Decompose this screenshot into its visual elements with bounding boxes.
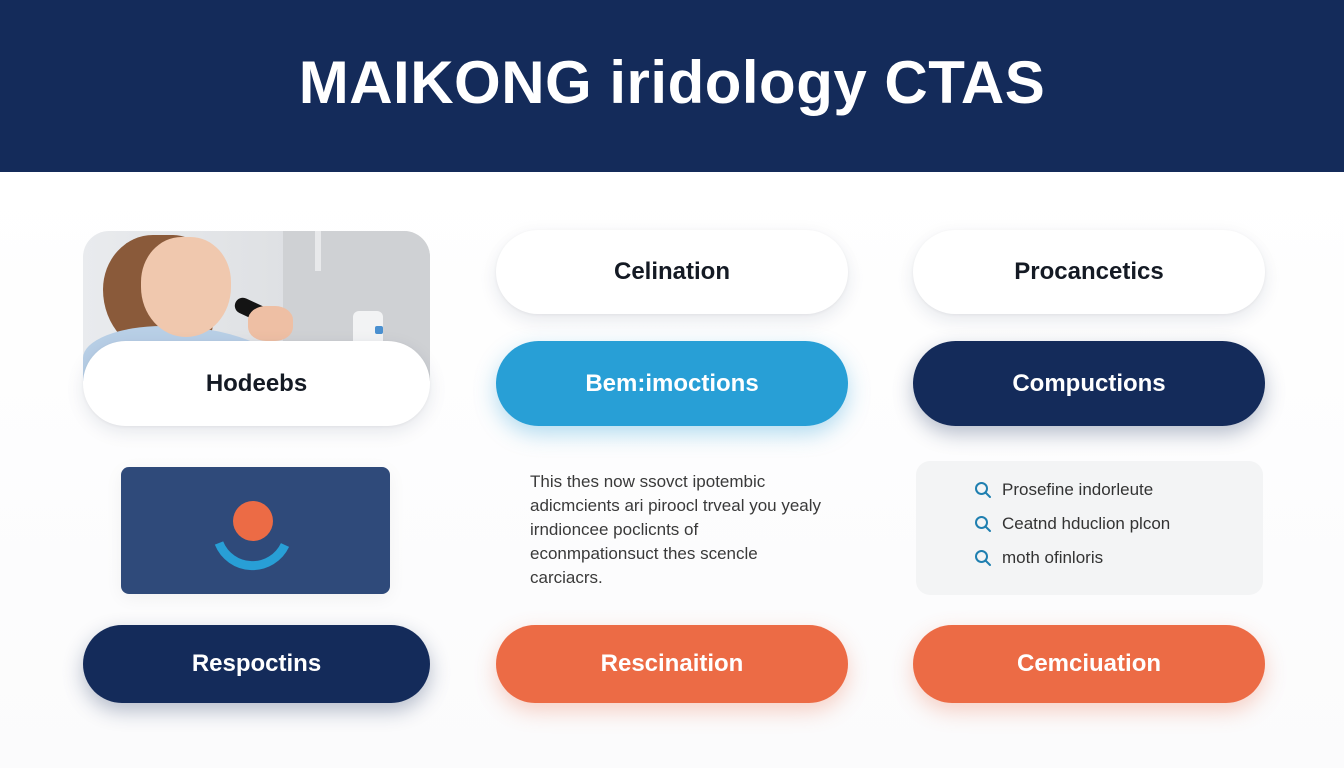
list-item-text: moth ofinloris: [1002, 548, 1104, 567]
compuctions-label: Compuctions: [1012, 369, 1166, 397]
bemimoctions-button[interactable]: Bem:imoctions: [496, 341, 848, 426]
cemciuation-button[interactable]: Cemciuation: [913, 625, 1265, 703]
procancetics-label: Procancetics: [1014, 258, 1164, 285]
page-header: MAIKONG iridology CTAS: [0, 0, 1344, 172]
photo-person-face: [141, 237, 231, 337]
respoctins-label: Respoctins: [191, 650, 322, 677]
rescinaition-button[interactable]: Rescinaition: [496, 625, 848, 703]
hodeebs-button[interactable]: Hodeebs: [83, 341, 430, 426]
bemimoctions-label: Bem:imoctions: [585, 369, 759, 397]
celination-label: Celination: [613, 258, 730, 285]
cemciuation-label: Cemciuation: [1016, 650, 1162, 677]
photo-bottle-label: [375, 326, 383, 334]
search-icon: [975, 516, 991, 532]
compuctions-button[interactable]: Compuctions: [913, 341, 1265, 426]
procancetics-button[interactable]: Procancetics: [913, 230, 1265, 314]
feature-list: Prosefine indorleute Ceatnd hduclion plc…: [916, 461, 1263, 595]
search-icon: [975, 482, 991, 498]
list-item-text: Ceatnd hduclion plcon: [1002, 514, 1171, 533]
photo-person-hand: [248, 306, 293, 341]
hodeebs-label: Hodeebs: [205, 369, 308, 397]
list-item-text: Prosefine indorleute: [1002, 480, 1154, 499]
list-item[interactable]: moth ofinloris: [974, 541, 1263, 575]
page-title: MAIKONG iridology CTAS: [298, 48, 1046, 116]
description-text: This thes now ssovct ipotembic adicmcien…: [530, 472, 822, 587]
rescinaition-label: Rescinaition: [600, 650, 744, 677]
celination-button[interactable]: Celination: [496, 230, 848, 314]
list-item[interactable]: Prosefine indorleute: [974, 473, 1263, 507]
photo-fixture: [315, 231, 321, 271]
logo-panel: [121, 467, 390, 594]
list-item[interactable]: Ceatnd hduclion plcon: [974, 507, 1263, 541]
logo-icon: [214, 501, 290, 571]
search-icon: [975, 550, 991, 566]
respoctins-button[interactable]: Respoctins: [83, 625, 430, 703]
